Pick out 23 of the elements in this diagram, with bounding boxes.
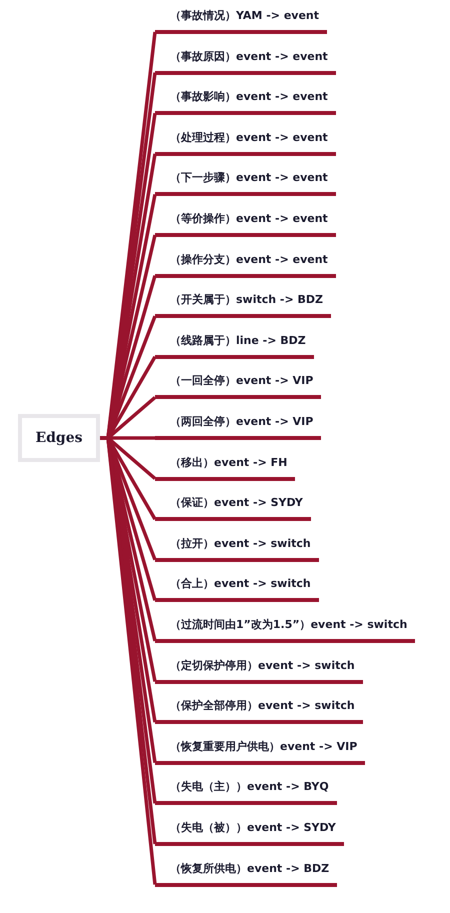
branch-topic: （下一步骤）event -> event — [155, 166, 336, 196]
branch-topic: （合上）event -> switch — [155, 572, 319, 602]
branch-topic: （事故影响）event -> event — [155, 85, 336, 116]
branch-topic: （恢复所供电）event -> BDZ — [155, 856, 338, 887]
branch-topic: （事故原因）event -> event — [155, 44, 336, 75]
branch-topic: （处理过程）event -> event — [155, 126, 336, 156]
branch-topic: （一回全停）event -> VIP — [155, 369, 322, 400]
branch-topic: （保护全部停用）event -> switch — [155, 694, 363, 724]
branch-topic: （开关属于）switch -> BDZ — [155, 288, 332, 318]
branch-topic: （失电（被））event -> SYDY — [155, 816, 344, 846]
branch-topic: （线路属于）line -> BDZ — [155, 328, 314, 359]
branch-topic: （等价操作）event -> event — [155, 207, 336, 237]
branch-topic: （操作分支）event -> event — [155, 248, 336, 278]
root-topic-box: Edges — [18, 414, 100, 462]
branch-topic: （失电（主））event -> BYQ — [155, 775, 337, 806]
branch-topic: （事故情况）YAM -> event — [155, 4, 327, 34]
branch-topic: （定切保护停用）event -> switch — [155, 654, 363, 684]
branch-topic: （恢复重要用户供电）event -> VIP — [155, 734, 366, 765]
branch-topic: （拉开）event -> switch — [155, 532, 319, 562]
branch-topic: （移出）event -> FH — [155, 450, 296, 481]
branch-topic: （过流时间由1”改为1.5”）event -> switch — [155, 613, 416, 643]
branch-topic: （保证）event -> SYDY — [155, 491, 311, 522]
branch-topic: （两回全停）event -> VIP — [155, 410, 322, 440]
